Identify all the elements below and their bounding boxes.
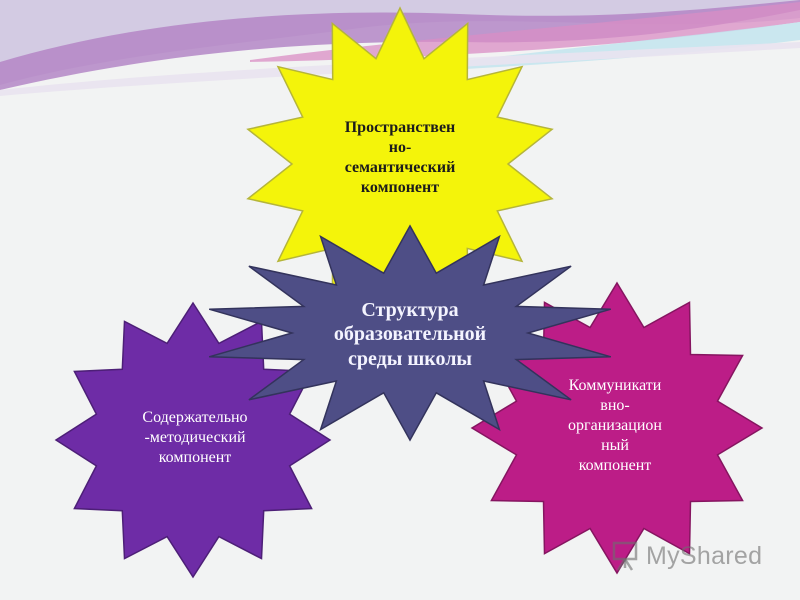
stars-layer: [54, 6, 764, 579]
label-line: компонент: [578, 457, 652, 474]
label-line: Пространствен: [344, 119, 456, 136]
label-line: Коммуникати: [568, 377, 662, 394]
label-line: -методический: [144, 429, 246, 446]
communicative-organizational-component-label: Коммуникати вно- организацион ный компон…: [515, 376, 715, 476]
label-line: вно-: [600, 397, 630, 414]
presentation-board-icon: [612, 541, 638, 571]
label-line: образовательной: [333, 323, 487, 346]
spatial-semantic-component-label: Пространствен но- семантический компонен…: [300, 118, 500, 198]
school-environment-structure-label: Структура образовательной среды школы: [290, 298, 530, 371]
label-line: ный: [601, 437, 629, 454]
school-environment-structure-star: [208, 224, 612, 442]
label-line: Структура: [361, 299, 459, 321]
content-methodical-component-label: Содержательно -методический компонент: [95, 408, 295, 468]
watermark: MyShared: [608, 536, 778, 576]
label-line: организацион: [568, 417, 662, 434]
watermark-text: MyShared: [646, 541, 763, 570]
label-line: среды школы: [347, 347, 473, 370]
label-line: Содержательно: [142, 409, 248, 426]
label-line: семантический: [344, 159, 456, 176]
label-line: компонент: [360, 179, 440, 196]
label-line: но-: [388, 139, 412, 156]
label-line: компонент: [158, 449, 232, 466]
